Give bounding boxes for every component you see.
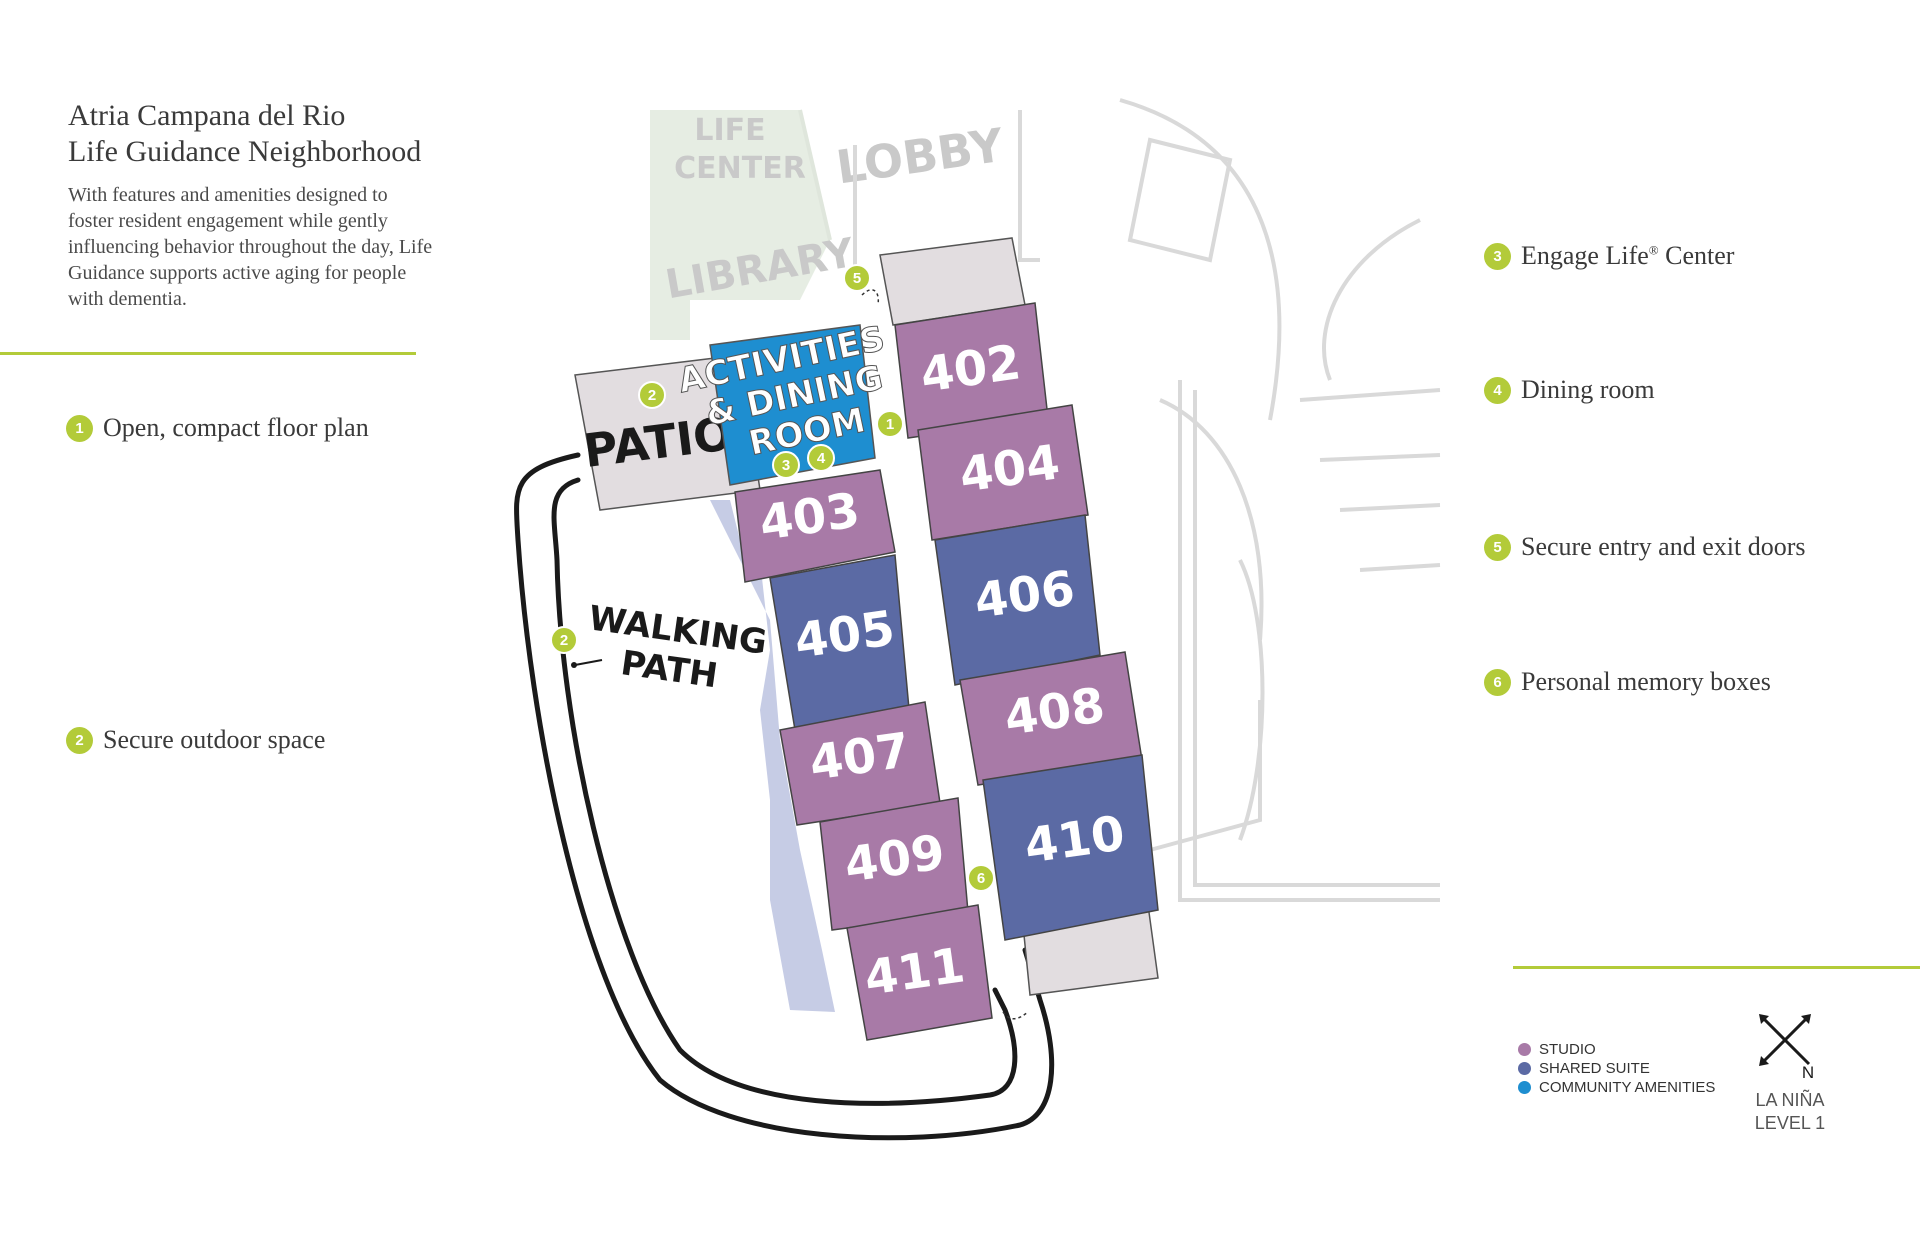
- legend-swatch: [1518, 1062, 1531, 1075]
- legend-item-community: COMMUNITY AMENITIES: [1518, 1078, 1715, 1097]
- divider-left: [0, 352, 416, 355]
- divider-right: [1513, 966, 1920, 969]
- compass-north-label: N: [1802, 1063, 1814, 1080]
- feature-number-badge: 1: [66, 414, 93, 442]
- unit-number-label: 403: [756, 482, 863, 551]
- title-block: Atria Campana del Rio Life Guidance Neig…: [68, 98, 448, 312]
- unit-410: [982, 754, 1159, 941]
- unit-number-label: 409: [841, 824, 948, 893]
- feature-label: Secure entry and exit doors: [1521, 532, 1806, 561]
- legend-swatch: [1518, 1081, 1531, 1094]
- units-layer: 402 403 404 405 406 407 408 409 410 411: [734, 302, 1159, 1041]
- building-shadow: [710, 500, 835, 1012]
- registered-mark: ®: [1648, 242, 1659, 258]
- legend-item-studio: STUDIO: [1518, 1040, 1715, 1059]
- legend-label: STUDIO: [1539, 1041, 1596, 1058]
- unit-number-label: 407: [806, 722, 913, 791]
- unit-number-label: 406: [971, 560, 1078, 629]
- map-marker-number: 2: [560, 632, 568, 649]
- map-marker: [807, 444, 835, 472]
- page-title: Atria Campana del Rio: [68, 99, 346, 132]
- map-marker-number: 3: [782, 457, 790, 474]
- map-marker-number: 4: [817, 450, 826, 467]
- feature-2: 2 Secure outdoor space: [66, 725, 325, 755]
- unit-411: [846, 904, 993, 1041]
- background-buildings: [1018, 98, 1441, 902]
- map-marker-number: 1: [886, 416, 894, 433]
- page-subtitle: Life Guidance Neighborhood: [68, 135, 422, 168]
- legend-item-shared-suite: SHARED SUITE: [1518, 1059, 1715, 1078]
- unit-404: [917, 404, 1089, 541]
- walking-path: [514, 452, 1055, 1141]
- level-indicator: LA NIÑA LEVEL 1: [1740, 1089, 1840, 1135]
- unit-number-label: 408: [1001, 677, 1108, 746]
- map-marker: [638, 381, 666, 409]
- map-marker: [967, 864, 995, 892]
- map-marker-number: 2: [648, 387, 656, 404]
- feature-label: Open, compact floor plan: [103, 413, 369, 442]
- markers-layer: 1 2 2 3 4 5 6: [550, 264, 995, 892]
- feature-number-badge: 2: [66, 726, 93, 754]
- intro-text: With features and amenities designed to …: [68, 184, 433, 310]
- feature-label: Dining room: [1521, 375, 1655, 404]
- map-marker: [772, 451, 800, 479]
- unit-number-label: 411: [861, 937, 968, 1006]
- unit-number-label: 404: [956, 434, 1063, 503]
- map-marker: [550, 626, 578, 654]
- compass-icon: N: [1759, 1014, 1814, 1080]
- feature-number-badge: 3: [1484, 242, 1511, 270]
- level-name: LEVEL 1: [1754, 1113, 1826, 1133]
- feature-label: Secure outdoor space: [103, 725, 326, 754]
- legend-label: SHARED SUITE: [1539, 1060, 1650, 1077]
- legend-label: COMMUNITY AMENITIES: [1539, 1079, 1716, 1096]
- unit-number-label: 410: [1021, 805, 1128, 874]
- unit-406: [934, 514, 1101, 686]
- map-marker-number: 6: [977, 870, 985, 887]
- life-label-2: CENTER: [674, 151, 806, 186]
- feature-number-badge: 6: [1484, 668, 1511, 696]
- lobby-label: LOBBY: [833, 118, 1007, 195]
- legend-swatch: [1518, 1043, 1531, 1056]
- map-marker: [876, 410, 904, 438]
- legend: STUDIO SHARED SUITE COMMUNITY AMENITIES: [1518, 1040, 1715, 1097]
- feature-number-badge: 4: [1484, 376, 1511, 404]
- life-center-area: [650, 110, 830, 340]
- feature-6: 6 Personal memory boxes: [1484, 667, 1771, 697]
- unit-number-label: 402: [917, 334, 1024, 403]
- unit-403: [734, 469, 896, 583]
- feature-1: 1 Open, compact floor plan: [66, 413, 369, 443]
- building-name: LA NIÑA: [1755, 1090, 1825, 1110]
- map-marker: [843, 264, 871, 292]
- feature-3: 3 Engage Life® Center: [1484, 241, 1734, 271]
- feature-label: Personal memory boxes: [1521, 667, 1771, 696]
- life-label-1: LIFE: [694, 113, 765, 148]
- activities-dining-room: [709, 324, 876, 486]
- feature-4: 4 Dining room: [1484, 375, 1655, 405]
- unit-number-label: 405: [791, 600, 898, 669]
- feature-label: Engage Life® Center: [1521, 241, 1735, 270]
- map-marker-number: 5: [853, 270, 861, 287]
- feature-number-badge: 5: [1484, 533, 1511, 561]
- feature-5: 5 Secure entry and exit doors: [1484, 532, 1805, 562]
